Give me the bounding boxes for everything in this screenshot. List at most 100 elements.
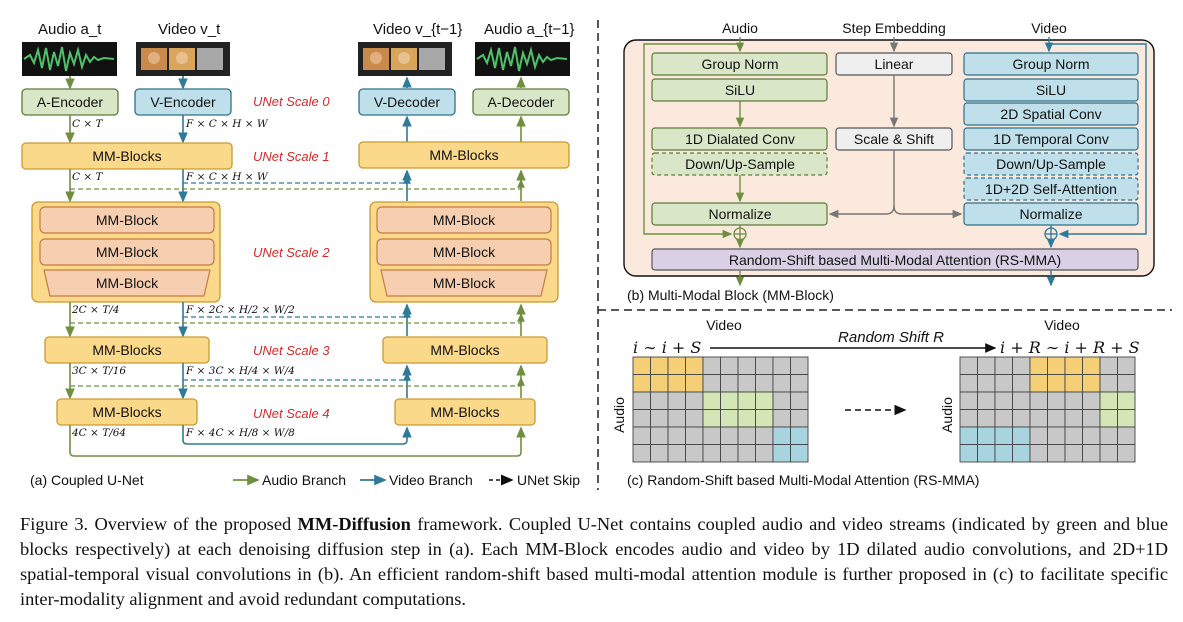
attention-cell [994,409,1013,428]
attention-cell [977,374,996,393]
attention-cell [755,374,774,393]
attention-cell [772,356,791,375]
attention-cell [790,374,809,393]
mm-blocks-down-1-label: MM-Blocks [92,148,161,164]
mm-blocks-up-1-label: MM-Blocks [429,147,498,163]
mm-block-panel: Audio Step Embedding Video Group Norm Si… [623,20,1155,303]
attention-cell [667,444,686,463]
audio-group-norm-label: Group Norm [701,56,778,72]
attention-cell [977,391,996,410]
attention-cell [1064,356,1083,375]
attention-cell [667,409,686,428]
video-output-label: Video v_{t−1} [373,21,462,38]
dim-a4: 4C × T/64 [71,427,126,439]
video-spatial-conv-label: 2D Spatial Conv [1000,106,1101,122]
attention-cell [1012,374,1031,393]
video-bottom-connection [182,425,412,445]
mm-video-header: Video [1031,20,1067,36]
mm-block-down-c [43,269,211,297]
attention-cell [632,356,651,375]
video-normalize-label: Normalize [1019,206,1082,222]
mm-blocks-up-4 [394,398,536,426]
video-temporal-conv [963,127,1139,151]
attention-cell [1082,444,1101,463]
attention-cell [685,444,704,463]
attention-cell [685,409,704,428]
scale-0-label: UNet Scale 0 [253,94,330,109]
attention-cell [1099,444,1118,463]
video-skip-3 [183,371,411,381]
attention-cell [1099,409,1118,428]
attention-cell [702,374,721,393]
attention-cell [737,391,756,410]
mm-blocks-up-3-label: MM-Blocks [430,342,499,358]
attention-cell [1047,391,1066,410]
dim-a2: 2C × T/4 [71,304,119,316]
attention-cell [1064,391,1083,410]
mm-block-up-a-label: MM-Block [433,212,496,228]
mm-block-up-b-label: MM-Block [433,244,496,260]
attention-cell [737,426,756,445]
attention-cell [1082,426,1101,445]
attention-cell [772,444,791,463]
dim-v1: F × C × H × W [185,171,269,183]
legend-audio-label: Audio Branch [262,472,346,488]
attention-cell [702,356,721,375]
attention-cell [1082,409,1101,428]
attention-cell [977,444,996,463]
rs-mma-caption: (c) Random-Shift based Multi-Modal Atten… [627,472,979,488]
attention-cell [1064,426,1083,445]
attention-cell [685,374,704,393]
attention-cell [1099,374,1118,393]
attention-cell [737,356,756,375]
attention-cell [1047,356,1066,375]
caption-prefix: Figure 3. Overview of the proposed [20,514,298,534]
audio-waveform-output [475,42,570,76]
v-encoder-label: V-Encoder [150,94,216,110]
attention-cell [650,374,669,393]
attention-cell [632,409,651,428]
attention-cell [790,444,809,463]
audio-skip-1 [70,178,525,190]
audio-silu-label: SiLU [725,82,755,98]
video-silu [963,78,1139,102]
attention-cell [1012,426,1031,445]
attention-cell [650,409,669,428]
attention-cell [772,374,791,393]
attention-cell [720,356,739,375]
attention-cell [994,426,1013,445]
attention-cell [1117,444,1136,463]
attention-cell [1082,356,1101,375]
attention-cell [1029,391,1048,410]
attention-cell [667,356,686,375]
mm-blocks-down-4 [56,398,198,426]
audio-output-label: Audio a_{t−1} [484,21,575,38]
attention-cell [702,391,721,410]
attention-cell [959,409,978,428]
attention-cell [977,426,996,445]
audio-sample-label: Down/Up-Sample [685,156,795,172]
mm-block-down-a-label: MM-Block [96,212,159,228]
audio-residual-path [643,43,740,239]
attention-cell [1029,374,1048,393]
a-encoder-label: A-Encoder [37,94,103,110]
rs-mma-panel: Video Video Random Shift R i ∼ i + S i +… [611,317,1140,488]
attention-cell [632,426,651,445]
attention-cell [667,391,686,410]
attention-cell [1117,426,1136,445]
attention-cell [1047,409,1066,428]
mm-block-up-a [376,206,552,234]
attention-cell [667,426,686,445]
attention-cell [1099,426,1118,445]
attention-cell [790,409,809,428]
attention-cell [1029,409,1048,428]
attention-cell [737,444,756,463]
audio-waveform-input [22,42,117,76]
attention-cell [650,444,669,463]
attention-cell [994,374,1013,393]
dim-v3: F × 3C × H/4 × W/4 [185,365,295,377]
scale-2-label: UNet Scale 2 [253,245,330,260]
rs-audio-label-right: Audio [939,397,955,433]
coupled-unet-caption: (a) Coupled U-Net [30,472,144,488]
attention-cell [632,391,651,410]
